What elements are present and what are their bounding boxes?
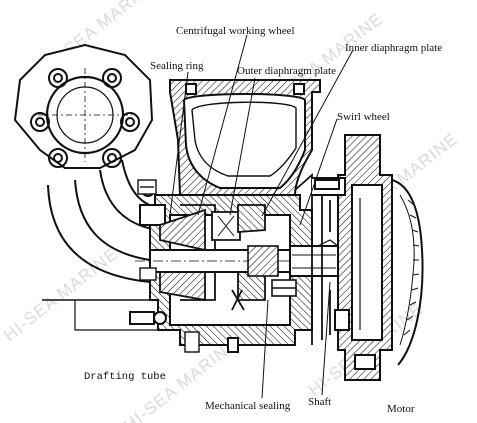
drafting-tube <box>42 159 165 331</box>
label-swirl-wheel: Swirl wheel <box>337 111 390 123</box>
label-drafting-tube: Drafting tube <box>84 371 166 383</box>
label-shaft: Shaft <box>308 396 332 408</box>
label-motor: Motor <box>387 403 415 415</box>
motor-housing <box>312 134 424 381</box>
label-sealing-ring: Sealing ring <box>150 60 204 72</box>
mechanical-sealing <box>247 245 297 297</box>
leader-lines <box>169 34 354 399</box>
inlet-flange <box>13 43 154 169</box>
label-outer-diaphragm-plate: Outer diaphragm plate <box>237 65 336 77</box>
pump-casing <box>169 79 321 196</box>
label-mechanical-sealing: Mechanical sealing <box>205 400 291 412</box>
bolts <box>137 179 200 353</box>
diaphragm-plates <box>294 173 331 345</box>
label-inner-diaphragm-plate: Inner diaphragm plate <box>345 42 443 54</box>
label-centrifugal-working-wheel: Centrifugal working wheel <box>176 25 295 37</box>
